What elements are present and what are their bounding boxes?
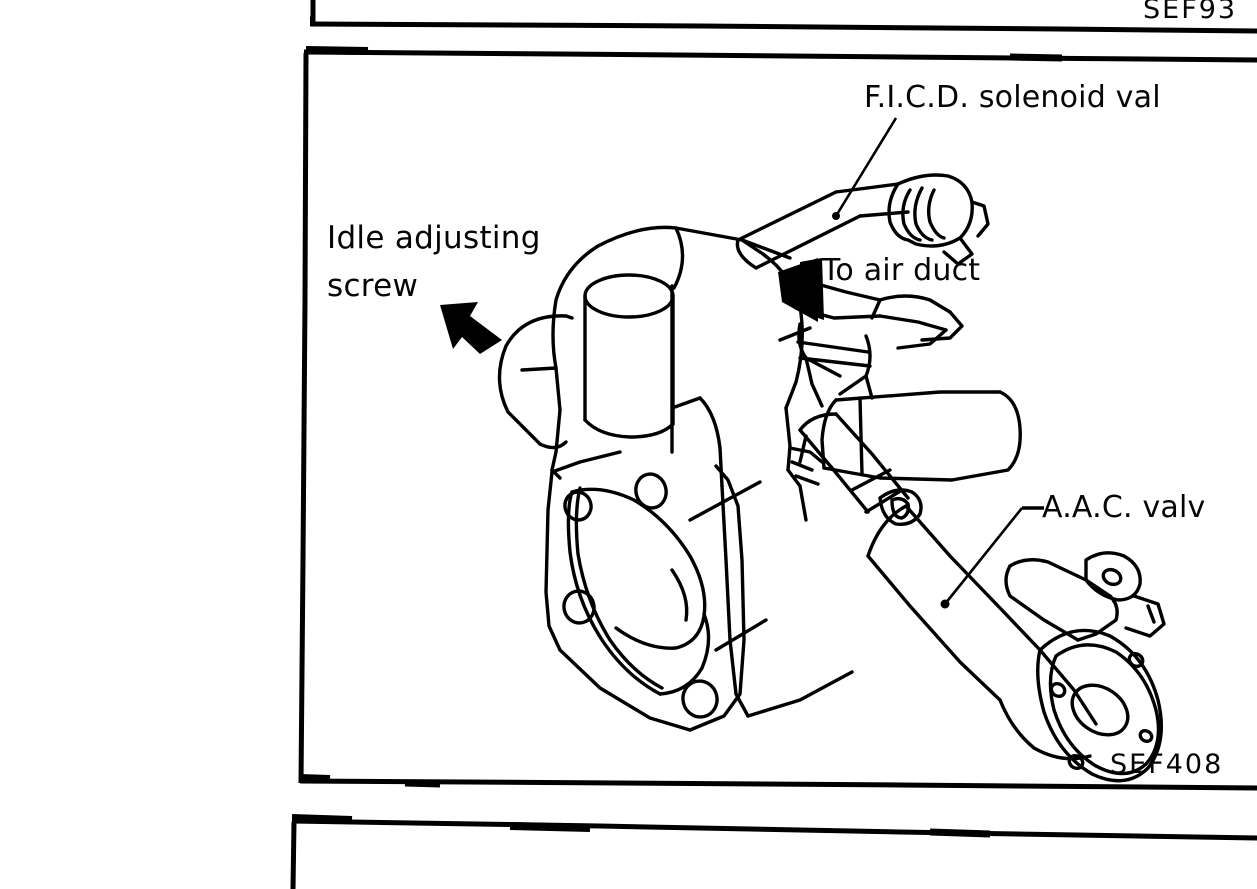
- ficd-leader-line: [834, 117, 898, 217]
- bottom-frame-remnant: [290, 814, 1257, 889]
- throttle-body-mid-block: [550, 396, 792, 488]
- callout-aac-valve: A.A.C. valv: [1042, 490, 1206, 525]
- throttle-body-upper-housing: [551, 225, 804, 454]
- figure-code-bottom: SEF408: [1110, 749, 1224, 780]
- top-cylinder-boss: [583, 273, 675, 439]
- top-frame-remnant: [309, 0, 1257, 34]
- callout-idle-adjusting-screw-line2: screw: [327, 268, 419, 304]
- callout-leaders: [834, 117, 1044, 605]
- body-detail-lines: [788, 434, 824, 486]
- ficd-leader-dot: [832, 212, 840, 220]
- aac-valve-body: [866, 504, 1098, 761]
- aac-leader-line: [943, 507, 1024, 605]
- aac-valve-neck: [798, 412, 923, 526]
- intake-flange: [544, 450, 746, 732]
- throttle-body-side-panel: [688, 326, 854, 718]
- air-duct-arrow: [778, 258, 818, 322]
- air-passage-cylinder: [820, 390, 1022, 482]
- idle-screw-arrow: [440, 302, 502, 354]
- aac-valve-bracket: [1004, 551, 1166, 642]
- air-duct-throat: [796, 322, 874, 408]
- callout-to-air-duct: To air duct: [822, 253, 981, 288]
- main-frame: [298, 46, 1257, 791]
- idle-adjusting-screw-boss: [497, 314, 574, 450]
- callout-arrows: [440, 258, 824, 354]
- figure-code-top: SEF93: [1143, 0, 1238, 25]
- aac-leader-dot: [940, 599, 950, 609]
- callout-idle-adjusting-screw-line1: Idle adjusting: [327, 220, 541, 256]
- callout-ficd-solenoid-valve: F.I.C.D. solenoid val: [864, 80, 1161, 115]
- ficd-solenoid-valve: [887, 173, 990, 266]
- air-duct-hose-fitting: [794, 280, 964, 350]
